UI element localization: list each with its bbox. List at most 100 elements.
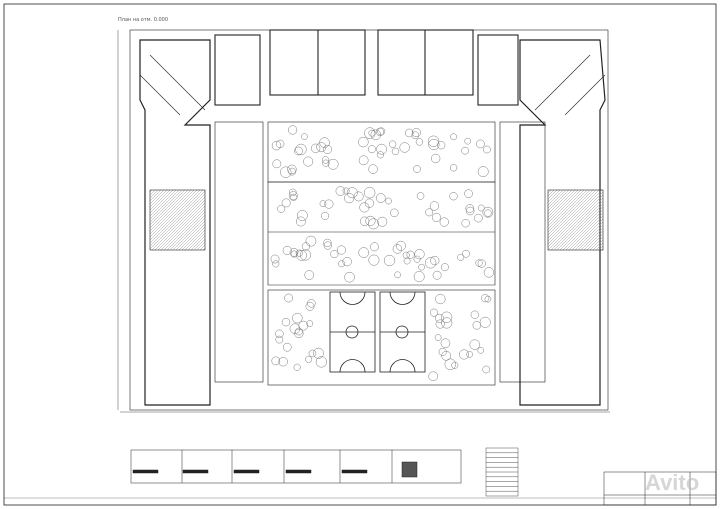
tree-symbol [483, 145, 491, 154]
tree-symbol [431, 153, 441, 164]
left-wing [139, 39, 211, 406]
tree-symbol [305, 355, 313, 363]
tree-symbol [295, 216, 306, 227]
tree-symbol [449, 164, 458, 172]
tree-symbol [427, 135, 440, 147]
tree-symbol [465, 204, 475, 213]
tree-symbol [440, 263, 449, 272]
tree-symbol [481, 294, 490, 303]
tree-symbol [364, 127, 376, 139]
watermark: Avito [645, 470, 700, 495]
tree-symbol [462, 249, 470, 258]
tree-symbol [438, 347, 447, 356]
tree-symbol [272, 159, 282, 169]
right-wing [519, 39, 606, 406]
tree-symbol [476, 139, 485, 149]
tree-symbol [377, 216, 388, 227]
tree-symbol [404, 128, 414, 138]
tree-symbol [388, 140, 397, 148]
tree-symbol [411, 131, 420, 140]
tree-symbol [464, 137, 472, 145]
legend [130, 449, 462, 484]
tree-symbol [298, 320, 309, 331]
tree-symbol [435, 319, 445, 329]
tree-symbol [280, 166, 292, 178]
tree-symbol [281, 198, 291, 208]
tree-symbol [477, 259, 486, 268]
tree-symbol [457, 253, 465, 261]
tree-symbol [477, 204, 485, 212]
tree-symbol [484, 295, 492, 303]
tree-symbol [482, 365, 491, 374]
tree-symbol [316, 142, 327, 153]
tree-symbol [287, 164, 297, 175]
tree-symbol [474, 213, 483, 223]
tree-symbol [342, 256, 352, 267]
tree-symbol [277, 204, 286, 213]
tree-symbol [322, 144, 332, 154]
tree-symbol [383, 254, 396, 267]
tree-symbol [459, 349, 469, 360]
tree-symbol [275, 335, 284, 344]
tree-symbol [358, 247, 369, 258]
tree-symbol [430, 308, 438, 317]
tree-symbol [449, 192, 458, 201]
tree-symbol [375, 127, 385, 137]
tree-symbol [415, 138, 424, 146]
tree-symbol [368, 129, 376, 137]
courtyard [214, 121, 546, 386]
tree-symbol [483, 267, 495, 278]
tree-symbol [429, 201, 440, 211]
tree-symbol [461, 218, 470, 228]
tree-symbol [450, 133, 457, 141]
tree-symbol [482, 206, 494, 218]
tree-symbol [451, 361, 459, 369]
tree-symbol [294, 146, 303, 156]
tree-symbol [477, 166, 489, 178]
tree-symbol [470, 310, 479, 319]
tree-symbol [359, 202, 370, 213]
tree-symbol [338, 260, 346, 268]
tree-symbol [327, 158, 339, 170]
tree-symbol [425, 208, 434, 217]
tree-symbol [399, 142, 410, 153]
tree-symbol [375, 193, 386, 203]
site-boundary [129, 29, 609, 411]
tree-symbol [324, 199, 334, 209]
tree-symbol [270, 254, 280, 264]
tree-symbol [431, 212, 441, 222]
tree-symbol [303, 156, 314, 167]
tree-symbol [367, 145, 376, 154]
tree-symbol [394, 271, 401, 279]
tree-symbol [441, 311, 453, 323]
tree-symbol [301, 242, 311, 251]
tree-symbol [376, 143, 387, 155]
tree-symbol [360, 216, 370, 226]
tree-symbol [322, 159, 330, 167]
tree-symbol [282, 246, 292, 255]
tree-symbol [295, 143, 307, 156]
basketball-courts [329, 291, 426, 373]
tree-symbol [292, 312, 303, 324]
tree-symbol [275, 329, 284, 338]
tree-symbol [311, 143, 321, 153]
tree-symbol [289, 247, 299, 257]
tree-symbol [376, 151, 384, 159]
tree-symbol [475, 259, 483, 267]
tree-symbol [437, 141, 446, 150]
tree-symbol [395, 240, 406, 251]
tree-symbol [289, 188, 297, 197]
tree-symbol [336, 245, 346, 255]
tree-symbol [368, 254, 380, 266]
tree-symbol [358, 155, 369, 166]
tree-symbol [272, 260, 280, 268]
tree-symbol [353, 191, 364, 202]
tree-symbol [287, 125, 298, 135]
tree-symbol [290, 250, 298, 258]
tree-symbol [296, 210, 308, 221]
tree-symbol [368, 164, 378, 174]
tree-symbol [308, 349, 317, 358]
tree-symbol [278, 356, 288, 367]
tree-symbol [284, 293, 293, 303]
plan-title: План на отм. 0.000 [118, 17, 169, 23]
